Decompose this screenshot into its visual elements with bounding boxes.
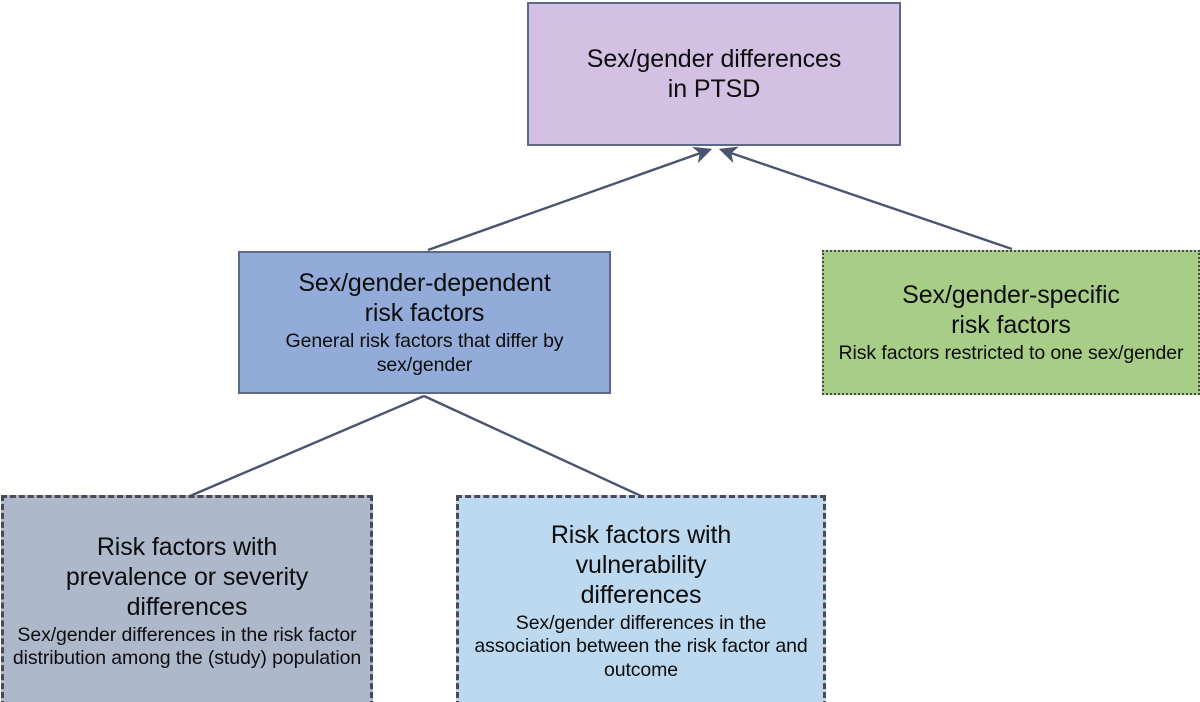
node-title-line: Risk factors with: [96, 532, 278, 561]
node-title-line: Sex/gender differences: [586, 45, 842, 73]
edge-specific-to-root: [718, 146, 1013, 251]
node-title-line: risk factors: [951, 310, 1071, 339]
node-risk-factors-prevalence-severity-differences[interactable]: Risk factors with prevalence or severity…: [1, 495, 373, 702]
node-title-line: Risk factors with: [550, 520, 732, 549]
edge-vulnerability-to-dependent: [423, 394, 642, 498]
node-risk-factors-vulnerability-differences[interactable]: Risk factors with vulnerability differen…: [456, 495, 826, 702]
node-subtitle: General risk factors that differ by sex/…: [285, 330, 564, 376]
edge-prevalence-to-dependent: [189, 394, 425, 498]
node-title-line: in PTSD: [667, 75, 761, 103]
node-title-line: Sex/gender-specific: [902, 280, 1120, 309]
node-subtitle: Sex/gender differences in the associatio…: [474, 611, 808, 681]
node-sex-gender-differences-in-ptsd[interactable]: Sex/gender differences in PTSD: [527, 2, 901, 146]
node-subtitle: Risk factors restricted to one sex/gende…: [838, 341, 1184, 364]
node-title-line: vulnerability: [575, 550, 707, 579]
node-title-line: prevalence or severity: [65, 562, 309, 591]
edge-dependent-to-root: [427, 146, 713, 252]
node-sex-gender-specific-risk-factors[interactable]: Sex/gender-specific risk factors Risk fa…: [822, 250, 1200, 395]
node-title-line: risk factors: [364, 299, 485, 328]
node-title-line: Sex/gender-dependent: [298, 269, 551, 298]
node-sex-gender-dependent-risk-factors[interactable]: Sex/gender-dependent risk factors Genera…: [238, 251, 611, 394]
node-title-line: differences: [126, 592, 248, 621]
node-title-line: differences: [580, 580, 702, 609]
node-subtitle: Sex/gender differences in the risk facto…: [12, 623, 362, 669]
